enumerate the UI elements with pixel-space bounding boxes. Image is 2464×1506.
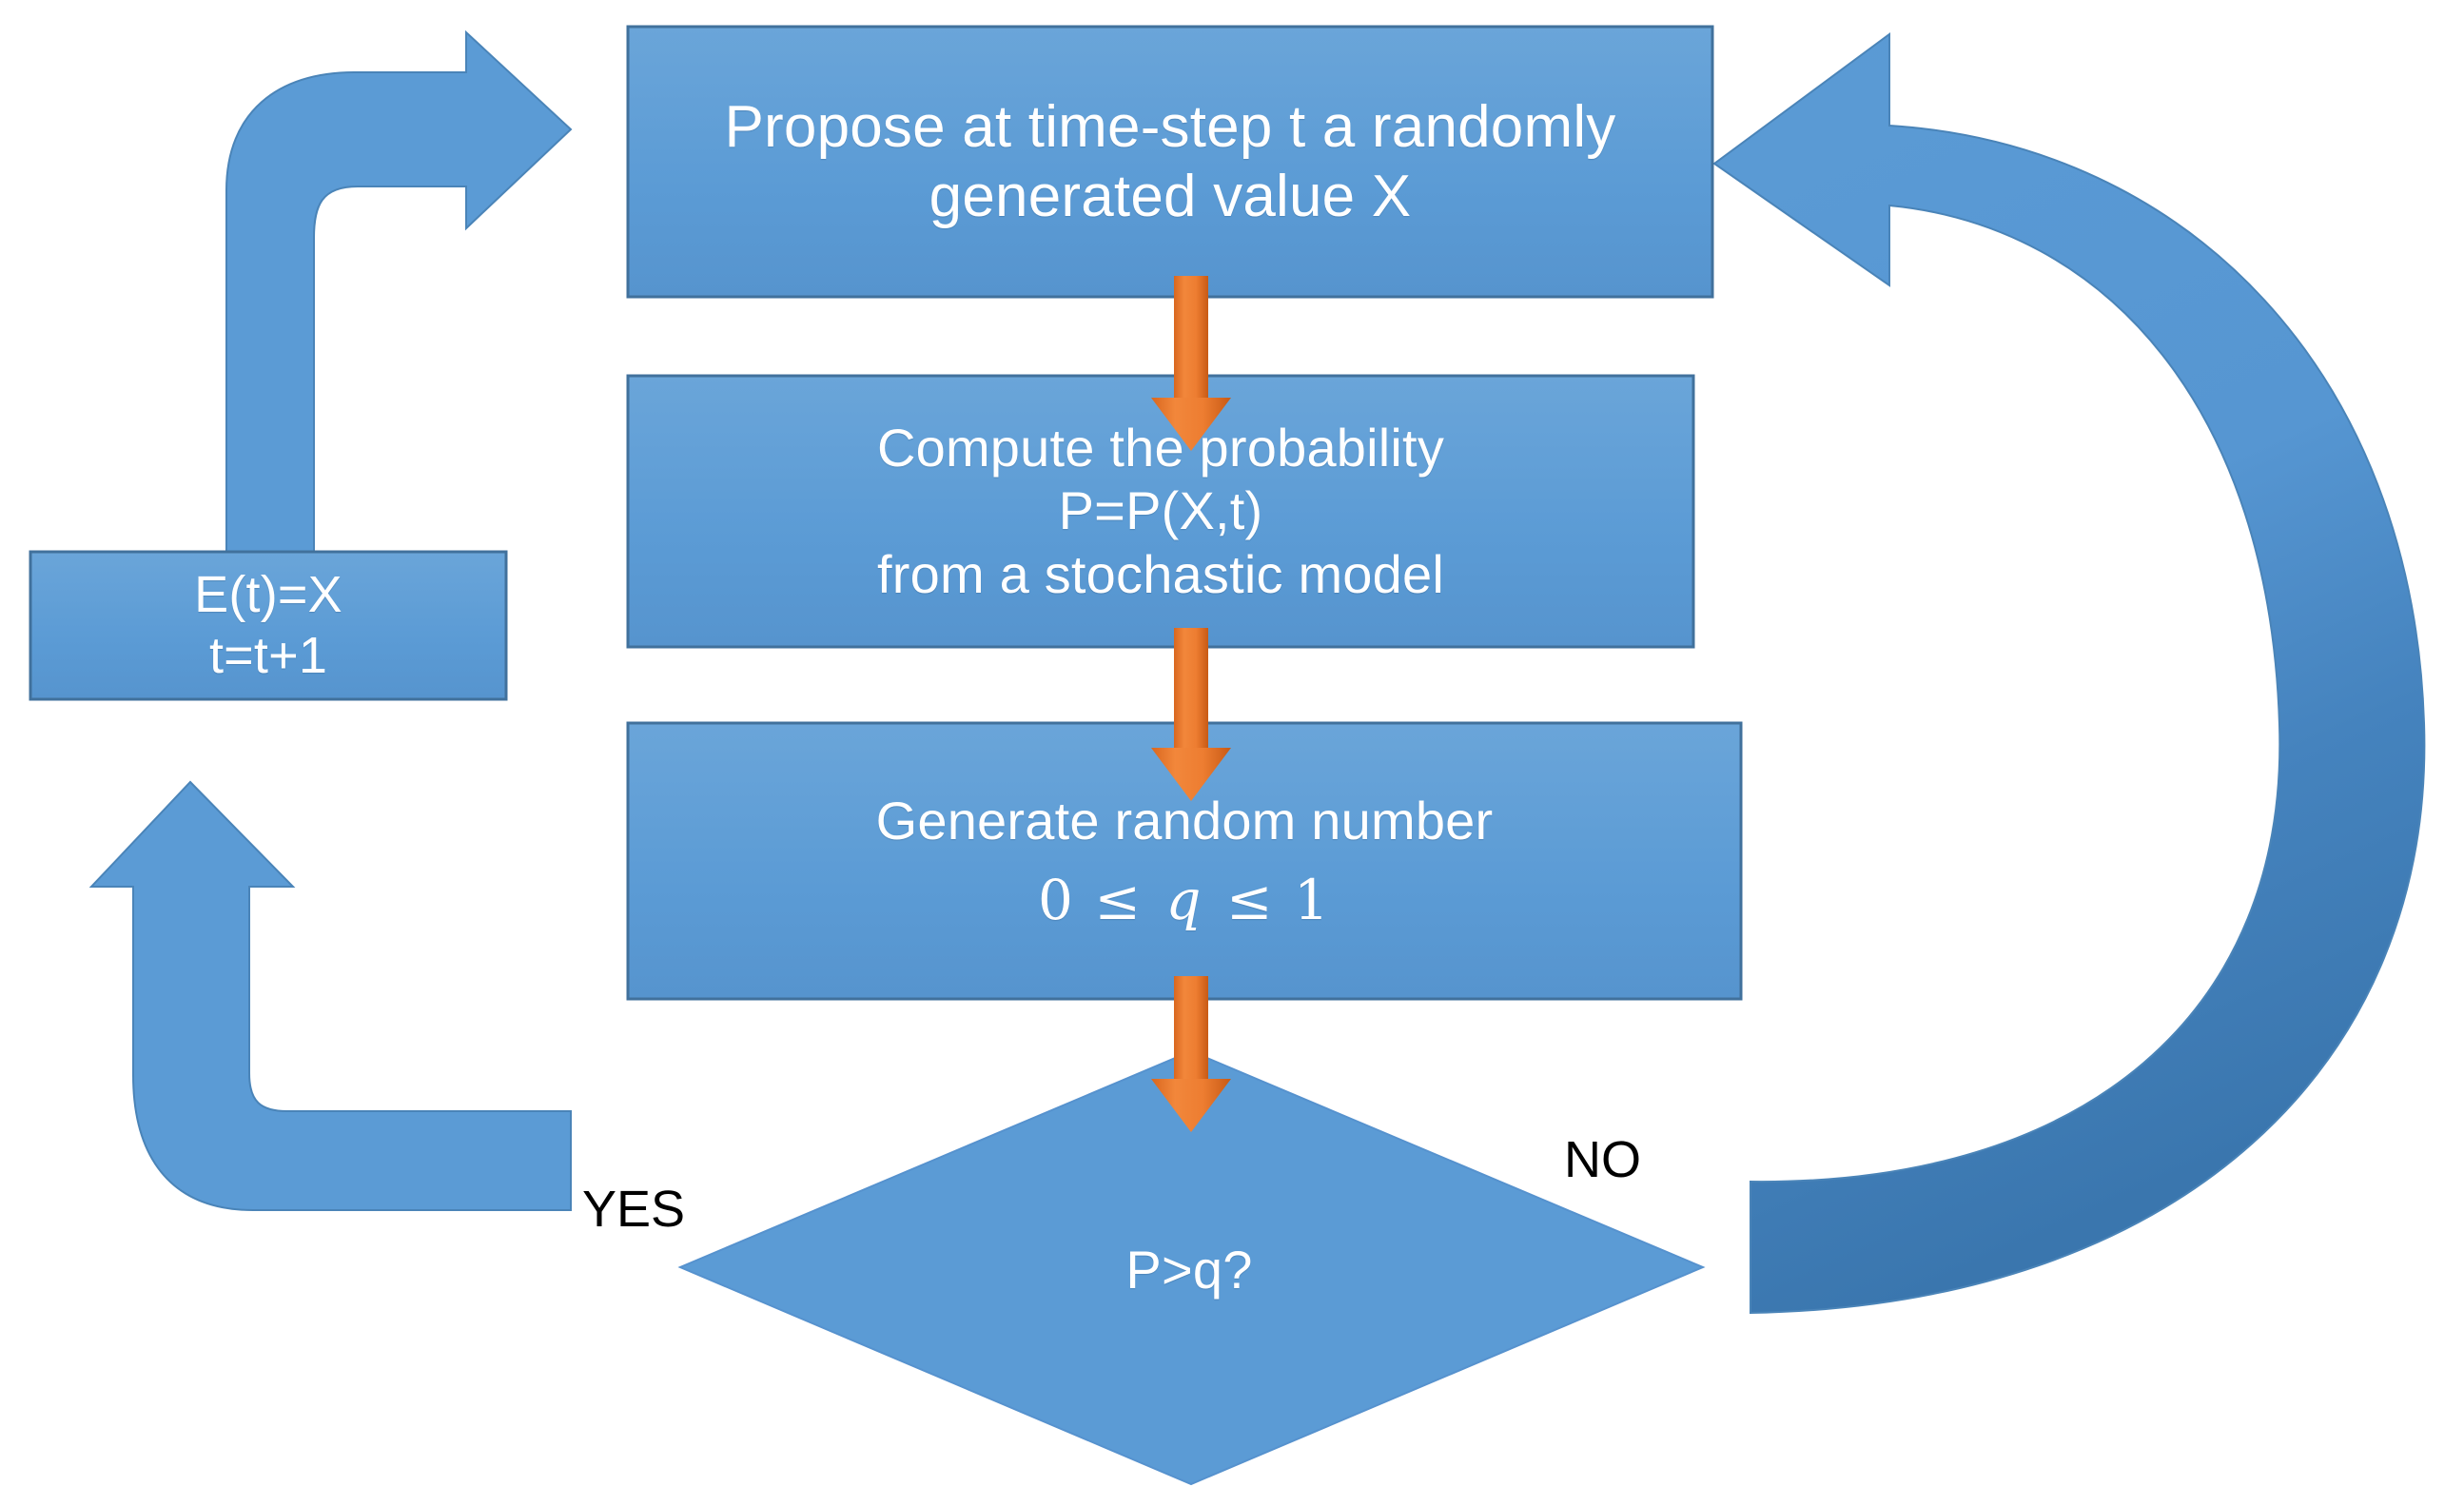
connector-propose-to-compute: [1151, 276, 1231, 451]
node-compute: [626, 374, 1695, 649]
node-update: [29, 550, 508, 701]
connector-generate-to-decision: [1151, 976, 1231, 1132]
branch-label-no: NO: [1564, 1131, 1641, 1188]
node-propose: [626, 25, 1714, 299]
no-return-curved-arrow: [1712, 32, 2426, 1315]
node-decision: [677, 1049, 1706, 1486]
branch-label-yes: YES: [582, 1181, 686, 1238]
update-to-propose-arrow: [225, 29, 573, 562]
yes-to-update-arrow: [88, 780, 572, 1211]
connector-compute-to-generate: [1151, 628, 1231, 801]
